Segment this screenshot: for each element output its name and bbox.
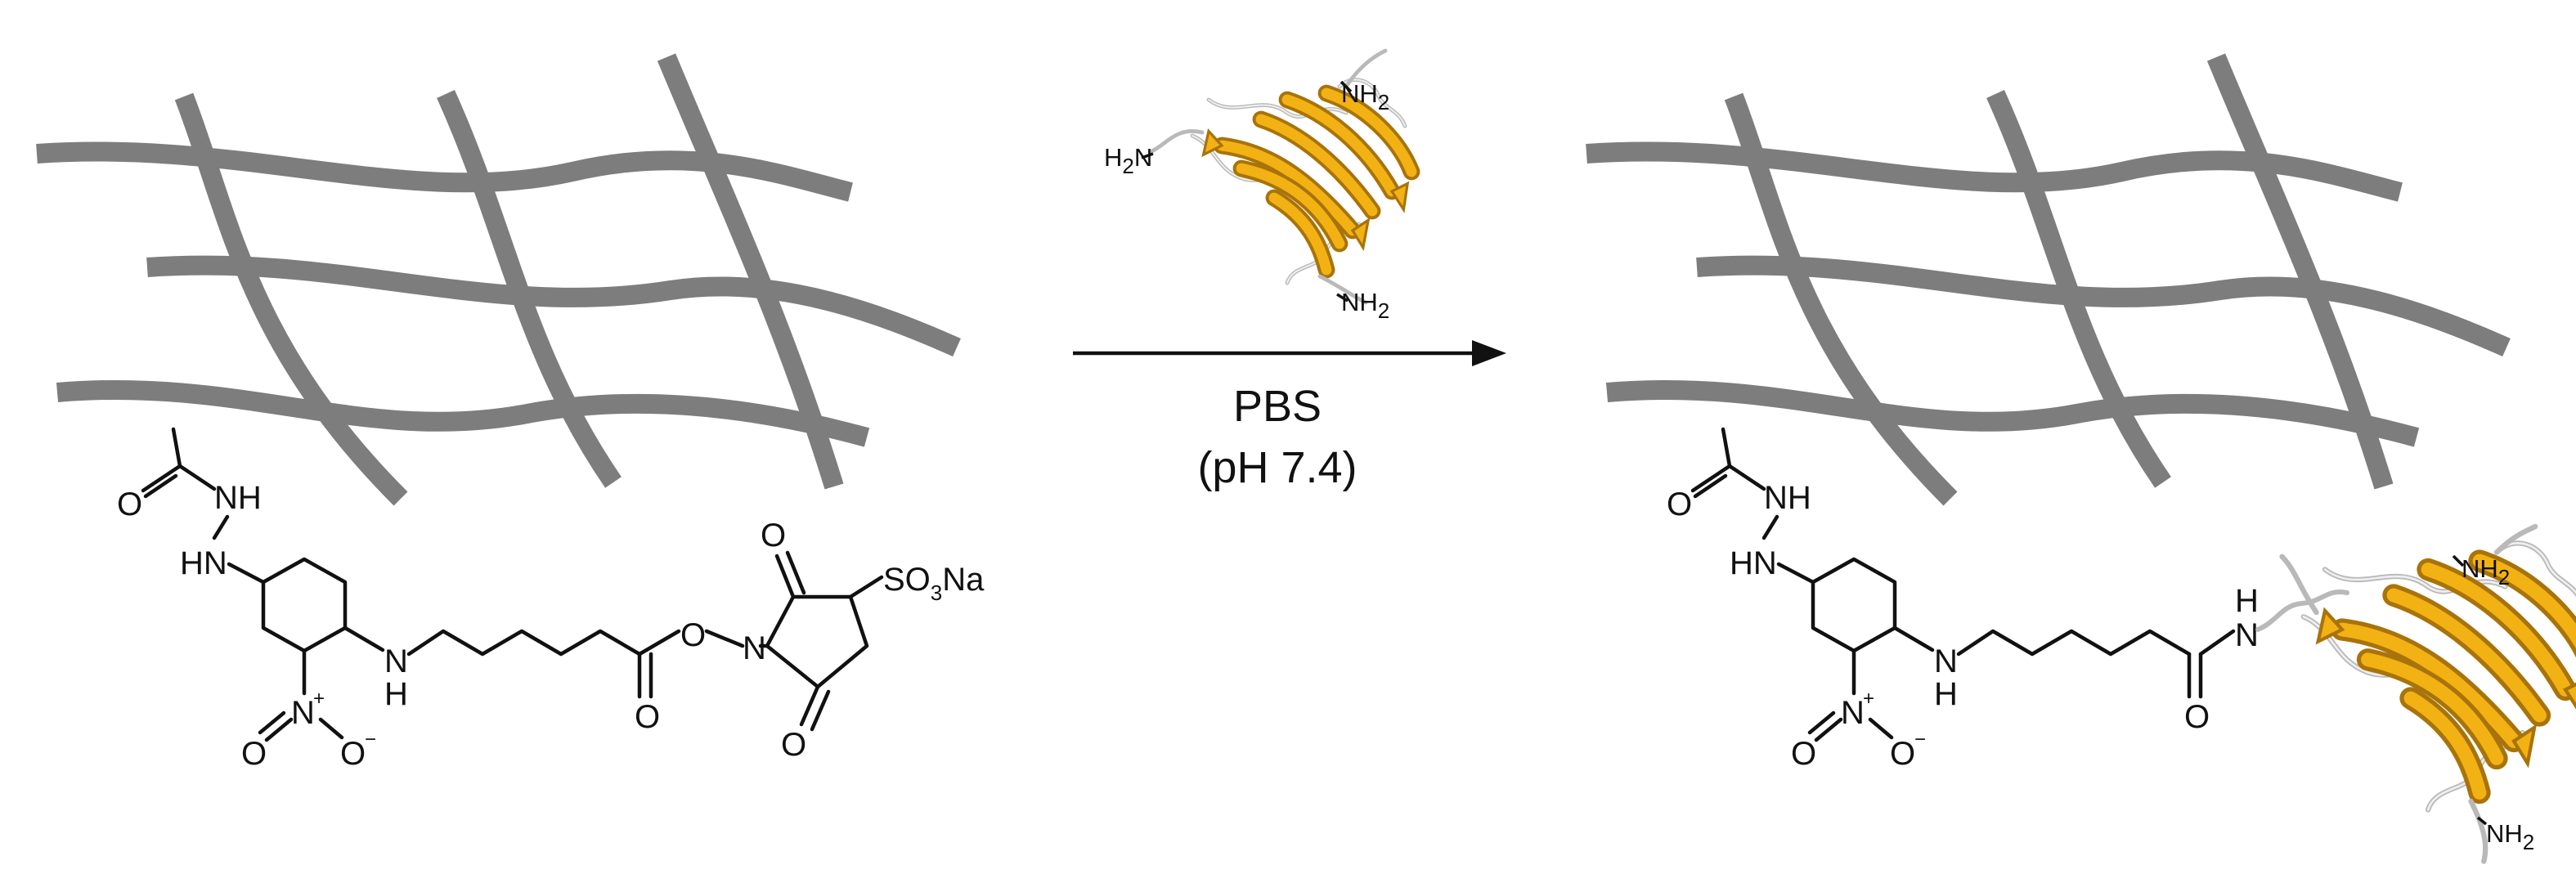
atom-hn-right: HN <box>1730 545 1777 581</box>
atom-h-amine-left: H <box>384 676 408 712</box>
amine-label-top: NH2 <box>1341 79 1389 114</box>
reagent-amines: H2N NH2 NH2 <box>1104 79 1389 323</box>
reagent-protein <box>1147 48 1411 305</box>
atom-hn-left: HN <box>180 545 227 581</box>
atom-o-nitro1-left: O <box>241 736 267 772</box>
atom-o-nitro2-left: O <box>340 736 366 772</box>
amine-label-lower-right: NH2 <box>2486 819 2534 854</box>
atom-o-carbonyl-left: O <box>117 486 142 522</box>
reaction-condition-buffer: PBS <box>1233 382 1322 431</box>
atom-nh-left: NH <box>214 480 262 516</box>
atom-o-amide: O <box>2184 699 2210 735</box>
reaction-condition-ph: (pH 7.4) <box>1197 443 1357 492</box>
atom-n-nitro-right: N <box>1841 695 1865 731</box>
conjugated-protein <box>2279 523 2576 864</box>
charge-minus-right: − <box>1914 728 1926 751</box>
atom-n-amide: N <box>2235 617 2259 653</box>
atom-o-ester: O <box>680 617 706 653</box>
reaction-arrow <box>1073 340 1506 366</box>
atom-o-nitro2-right: O <box>1890 736 1915 772</box>
atom-h-amine-right: H <box>1934 676 1958 712</box>
atom-n-succinimide: N <box>743 630 766 666</box>
amine-label-bottom: NH2 <box>1341 288 1389 323</box>
atom-h-amide: H <box>2235 583 2259 619</box>
atom-n-amine-left: N <box>384 643 408 679</box>
atom-o-carbonyl-right: O <box>1667 486 1692 522</box>
atom-o-ester-carbonyl: O <box>635 699 660 735</box>
right-linker-structure: O NH HN N + O O − N H O N H <box>1667 427 2349 772</box>
amine-label-upper-right: NH2 <box>2462 554 2510 589</box>
atom-nh-right: NH <box>1764 480 1811 516</box>
atom-n-amine-right: N <box>1934 643 1958 679</box>
atom-o-succ-bottom: O <box>781 727 806 763</box>
atom-o-succ-top: O <box>761 518 786 554</box>
charge-minus-left: − <box>365 728 376 751</box>
atom-n-nitro-left: N <box>291 695 315 731</box>
group-sulfonate: SO3Na <box>883 562 985 605</box>
charge-plus-right: + <box>1863 688 1874 710</box>
left-linker-structure: O NH HN N + O O − N H O O N <box>117 427 985 772</box>
amine-label-left: H2N <box>1104 143 1152 178</box>
charge-plus-left: + <box>313 688 325 710</box>
atom-o-nitro1-right: O <box>1791 736 1816 772</box>
conjugated-amines: NH2 NH2 <box>2452 554 2534 854</box>
